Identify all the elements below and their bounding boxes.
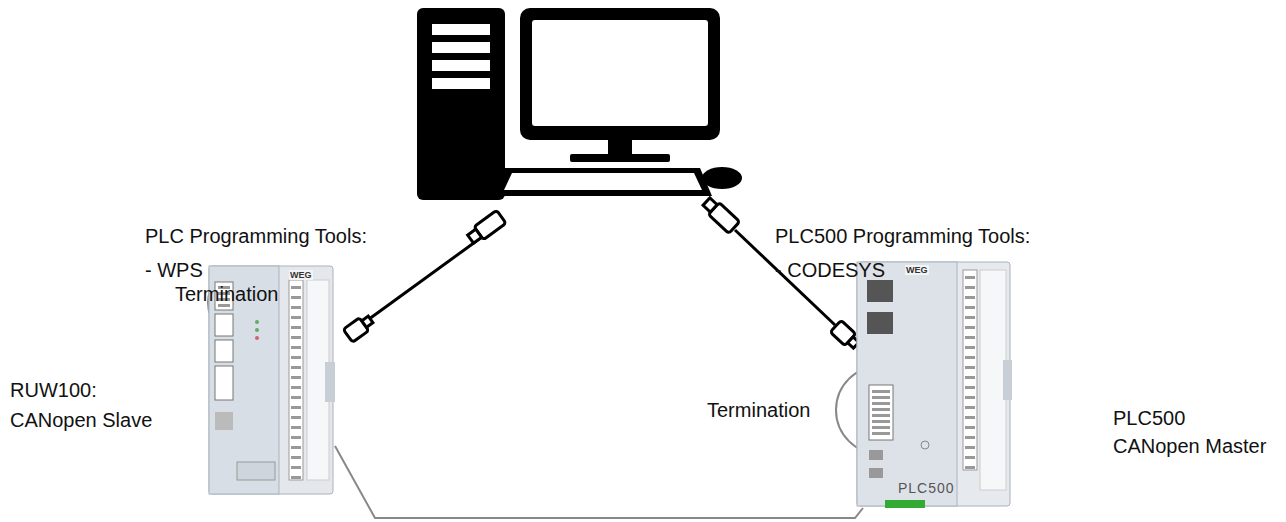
tool-label: PLC Programming Tools: [145, 224, 367, 248]
tool-label: PLC500 Programming Tools: [775, 224, 1030, 248]
device-label: CANopen Slave [10, 408, 152, 432]
tool-label: - WPS [145, 258, 203, 282]
monitor [520, 8, 720, 140]
callout-label: Termination [707, 398, 810, 422]
tool-label: - CODESYS [775, 258, 885, 282]
can-cable [335, 446, 863, 518]
brand-logo: WEG [905, 265, 929, 275]
keyboard [493, 168, 712, 196]
device-label: CANopen Master [1113, 434, 1266, 458]
device-face-label: PLC500 [898, 480, 955, 496]
device-node: PLC500CANopen Master [855, 260, 1012, 508]
mouse [702, 167, 742, 189]
device-label: RUW100: [10, 378, 97, 402]
callout-label: Termination [175, 282, 278, 306]
device-illustration [855, 260, 1012, 508]
brand-logo: WEG [289, 270, 313, 280]
pc-tower [417, 8, 505, 200]
usb-cable [343, 210, 506, 342]
device-label: PLC500 [1113, 406, 1185, 430]
